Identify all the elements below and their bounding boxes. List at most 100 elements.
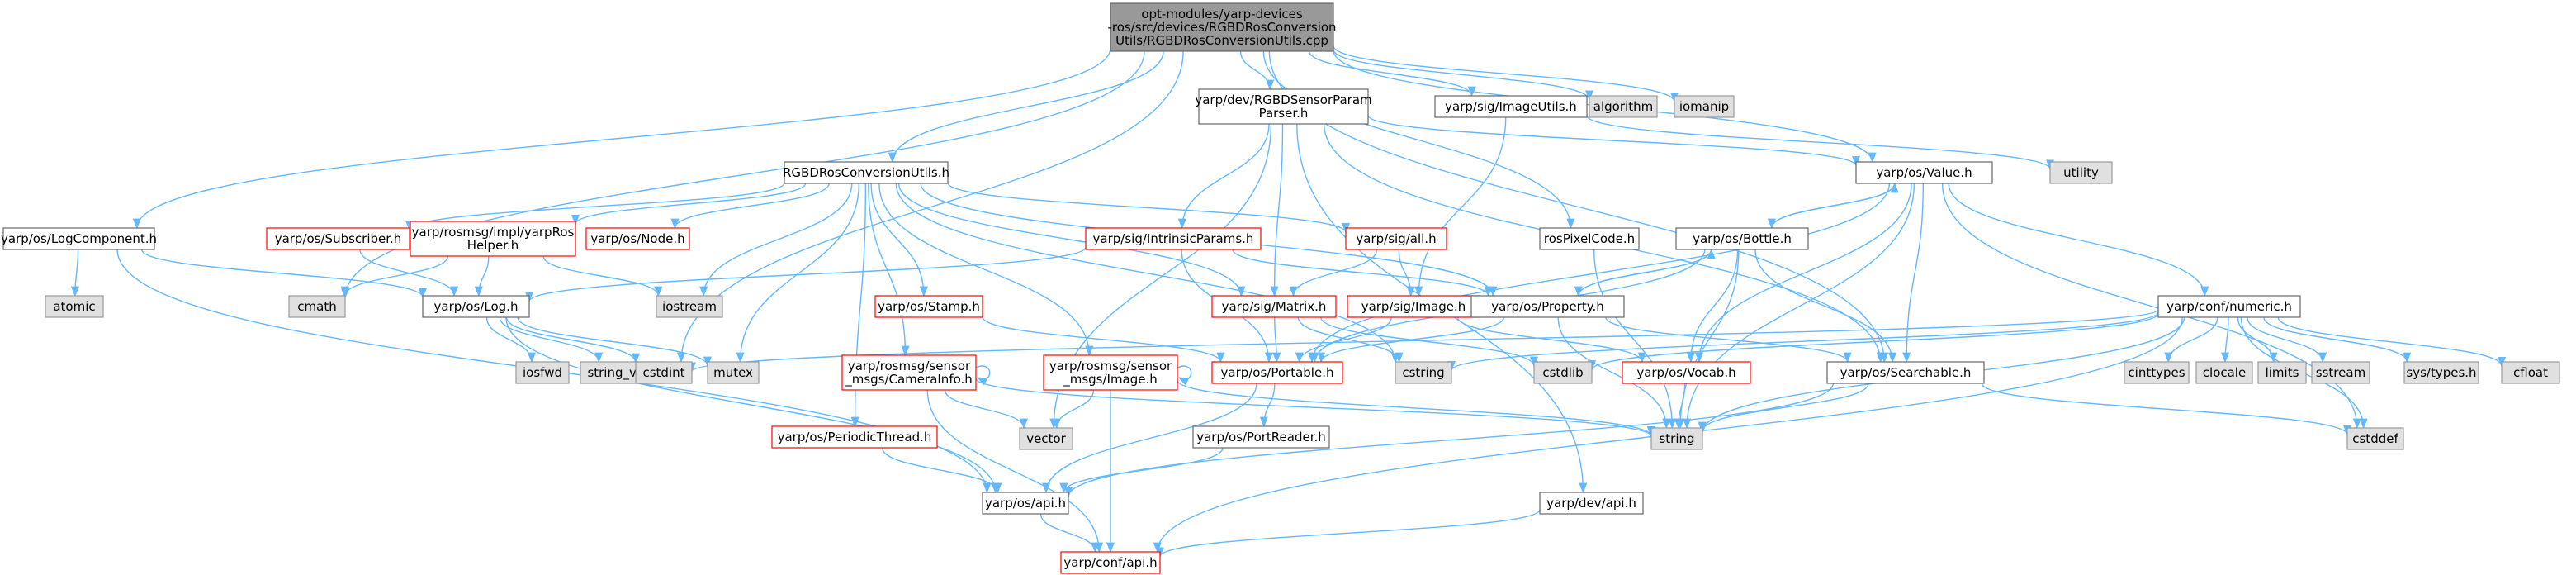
- header-node[interactable]: yarp/sig/IntrinsicParams.h: [1085, 227, 1262, 250]
- dependency-edge: [1333, 49, 1593, 102]
- header-node[interactable]: yarp/os/api.h: [982, 492, 1069, 515]
- node-label: yarp/os/Searchable.h: [1840, 365, 1972, 380]
- header-node[interactable]: yarp/os/Bottle.h: [1675, 227, 1809, 250]
- dependency-edge: [1232, 249, 1493, 297]
- node-label: yarp/conf/numeric.h: [2166, 299, 2292, 314]
- node-box: [1345, 227, 1447, 250]
- system-header-node: cmath: [288, 295, 346, 318]
- dependency-edge: [132, 47, 1111, 230]
- system-header-node: sstream: [2311, 361, 2370, 384]
- header-node[interactable]: yarp/sig/all.h: [1345, 227, 1447, 250]
- dependency-edge: [474, 255, 490, 297]
- dependency-edge: [1676, 249, 1740, 430]
- root-file-node[interactable]: opt-modules/yarp-devices-ros/src/devices…: [1107, 2, 1337, 52]
- node-label: sys/types.h: [2406, 365, 2476, 380]
- header-node[interactable]: yarp/conf/api.h: [1060, 551, 1161, 574]
- dependency-edge: [926, 389, 1104, 554]
- node-label: atomic: [53, 299, 95, 314]
- dependency-edge: [975, 378, 1655, 438]
- node-box: [266, 227, 410, 250]
- node-label: cstring: [1402, 365, 1444, 380]
- dependency-edge: [1308, 183, 1891, 364]
- dependency-edge: [505, 316, 640, 364]
- node-box: [1674, 95, 1735, 118]
- node-label: iomanip: [1679, 99, 1729, 114]
- node-box: [1110, 2, 1334, 52]
- node-label: limits: [2266, 365, 2299, 380]
- header-node[interactable]: rosPixelCode.h: [1539, 227, 1640, 250]
- header-node[interactable]: yarp/rosmsg/sensor_msgs/Image.h: [1043, 354, 1178, 391]
- dependency-edge: [1586, 115, 2054, 170]
- node-box: [656, 295, 723, 318]
- node-label: yarp/dev/RGBDSensorParam: [1195, 93, 1371, 107]
- dependency-edge: [1578, 248, 1716, 297]
- dependency-edge: [1771, 182, 1899, 229]
- header-node[interactable]: yarp/sig/Image.h: [1347, 295, 1480, 318]
- dependency-edge: [1289, 249, 1378, 297]
- dependency-edge: [2164, 316, 2218, 364]
- node-box: [1211, 361, 1343, 384]
- header-node[interactable]: RGBDRosConversionUtils.h: [783, 161, 949, 184]
- header-node[interactable]: yarp/os/Portable.h: [1211, 361, 1343, 384]
- system-header-node: string: [1650, 427, 1703, 450]
- header-node[interactable]: yarp/os/PortReader.h: [1192, 425, 1330, 449]
- header-node[interactable]: yarp/os/Subscriber.h: [266, 227, 410, 250]
- header-node[interactable]: yarp/os/Searchable.h: [1826, 361, 1985, 384]
- header-node[interactable]: yarp/rosmsg/sensor_msgs/CameraInfo.h: [841, 354, 977, 391]
- node-label: yarp/os/PeriodicThread.h: [778, 430, 932, 444]
- node-box: [1855, 161, 1993, 184]
- system-header-node: cstdint: [635, 361, 693, 384]
- dependency-edge: [1398, 249, 1415, 297]
- dependency-edge: [888, 50, 1164, 164]
- dependency-edge: [2263, 316, 2412, 364]
- header-node[interactable]: yarp/os/Property.h: [1470, 295, 1625, 318]
- header-node[interactable]: yarp/sig/ImageUtils.h: [1434, 95, 1588, 118]
- node-box: [2049, 161, 2113, 184]
- dependency-edge: [1686, 249, 1739, 364]
- dependency-edge: [878, 183, 1094, 357]
- node-box: [2124, 361, 2190, 384]
- node-label: algorithm: [1593, 99, 1653, 114]
- header-node[interactable]: yarp/os/LogComponent.h: [1, 227, 157, 250]
- dependency-edge: [870, 183, 928, 297]
- node-label: yarp/dev/api.h: [1546, 496, 1636, 511]
- node-box: [1211, 295, 1337, 318]
- system-header-node: clocale: [2195, 361, 2253, 384]
- dependency-edge: [1948, 183, 2209, 297]
- system-header-node: iomanip: [1674, 95, 1735, 118]
- node-label: cmath: [297, 299, 336, 314]
- node-box: [410, 221, 576, 257]
- node-box: [2157, 295, 2301, 318]
- header-node[interactable]: yarp/dev/api.h: [1539, 492, 1644, 515]
- dependency-edge: [1981, 383, 2351, 436]
- header-node[interactable]: yarp/os/Value.h: [1855, 161, 1993, 184]
- dependency-edge: [1177, 365, 1192, 386]
- node-label: cstdlib: [1542, 365, 1583, 380]
- node-label: yarp/rosmsg/impl/yarpRos: [412, 225, 575, 240]
- dependency-edge: [1674, 383, 1686, 430]
- node-box: [1650, 427, 1703, 450]
- dependency-edge: [688, 309, 2159, 373]
- node-label: yarp/os/Bottle.h: [1693, 231, 1792, 246]
- header-node[interactable]: yarp/os/Node.h: [585, 227, 690, 250]
- node-label: yarp/os/Stamp.h: [878, 299, 980, 314]
- dependency-edge: [947, 182, 1350, 234]
- system-header-node: limits: [2257, 361, 2307, 384]
- header-node[interactable]: yarp/os/Stamp.h: [874, 295, 983, 318]
- node-label: cstddef: [2352, 431, 2398, 446]
- node-label: yarp/os/api.h: [985, 496, 1066, 511]
- header-node[interactable]: yarp/conf/numeric.h: [2157, 295, 2301, 318]
- header-node[interactable]: yarp/os/Log.h: [422, 295, 530, 318]
- header-node[interactable]: yarp/os/PeriodicThread.h: [771, 425, 938, 449]
- dependency-edge: [1588, 313, 2159, 371]
- header-node[interactable]: yarp/sig/Matrix.h: [1211, 295, 1337, 318]
- node-box: [771, 425, 938, 449]
- node-label: mutex: [713, 365, 753, 380]
- node-box: [1539, 492, 1644, 515]
- header-node[interactable]: yarp/os/Vocab.h: [1622, 361, 1751, 384]
- dependency-edge: [1064, 383, 1834, 498]
- node-label: cfloat: [2513, 365, 2548, 380]
